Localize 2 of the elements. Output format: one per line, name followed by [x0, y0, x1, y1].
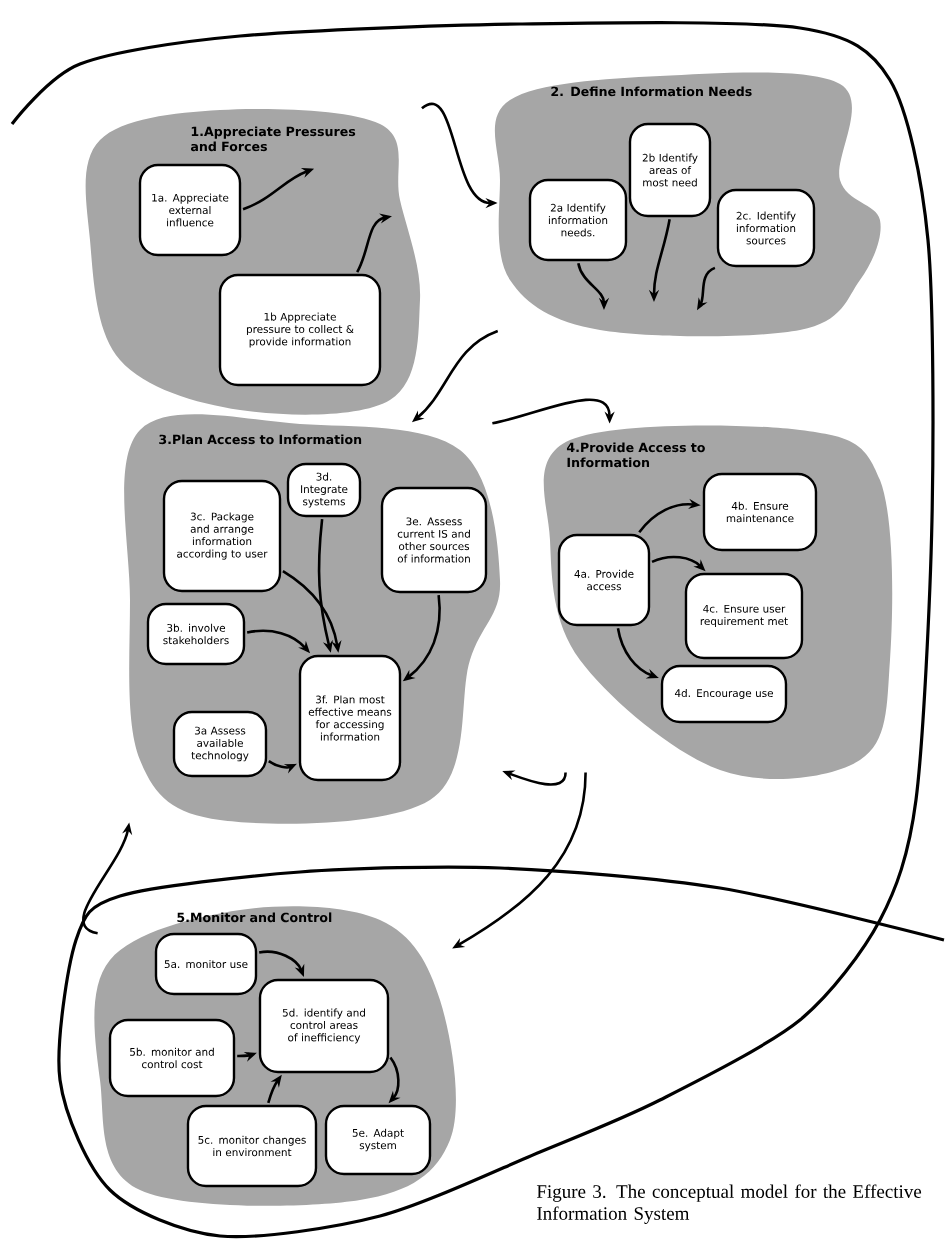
caption: Figure 3. The conceptual model for the Effective Information System — [536, 1184, 922, 1224]
arrow — [492, 398, 615, 425]
